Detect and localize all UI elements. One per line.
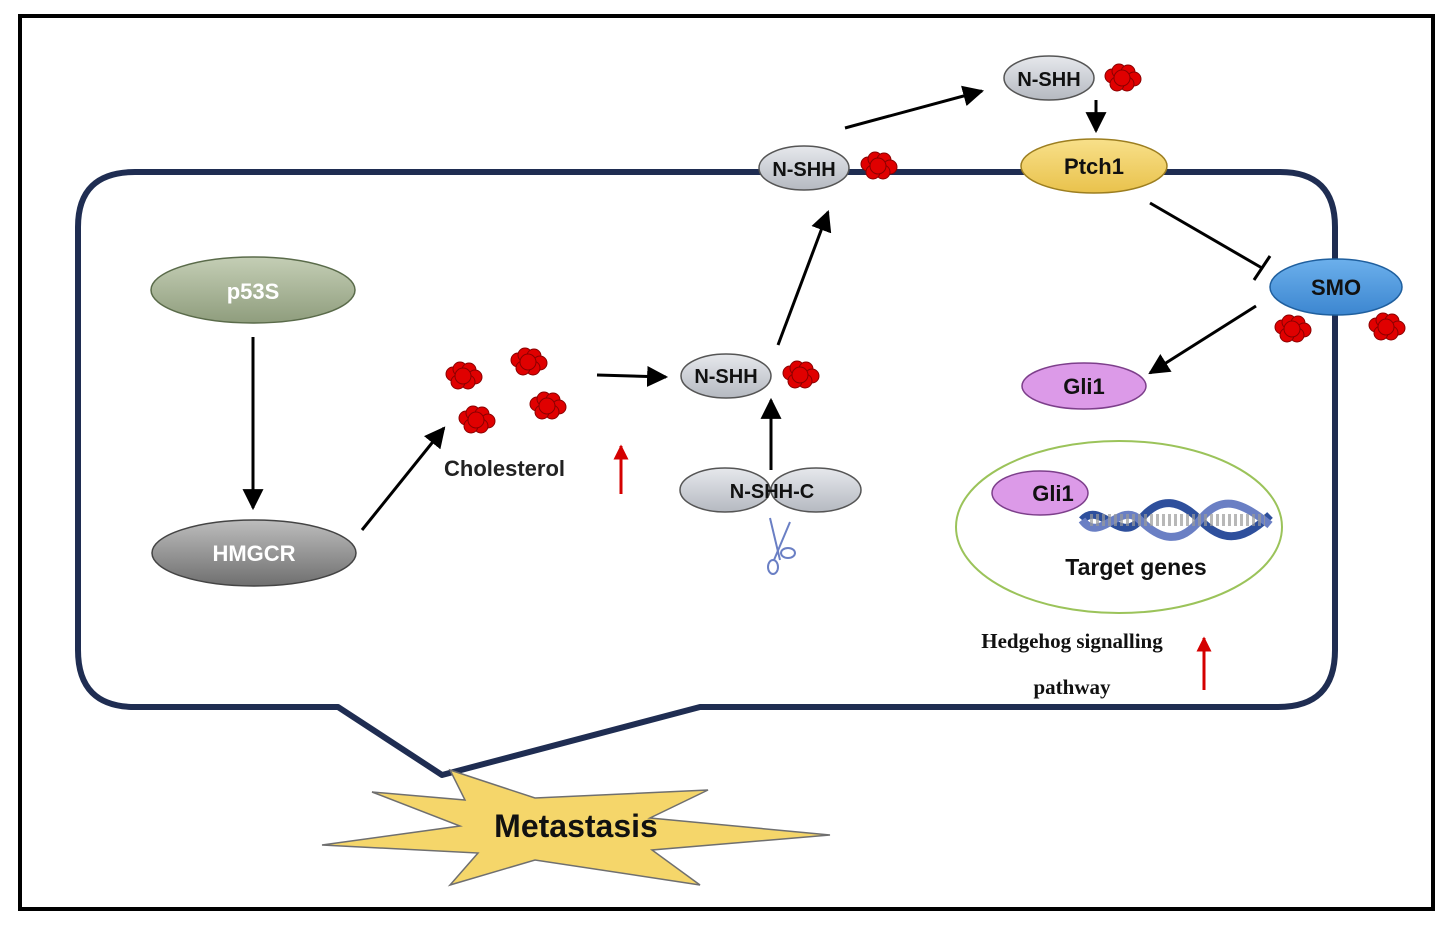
smo-node [1269, 258, 1403, 316]
gli1-cyto-node [1021, 362, 1147, 410]
nshh-mid-label: N-SHH [694, 366, 757, 388]
hedgehog-label-line2: pathway [1033, 675, 1111, 699]
cell-membrane [75, 169, 1338, 778]
nshh-membrane-label: N-SHH [772, 159, 835, 181]
inhibit-bar [1252, 255, 1272, 281]
scissors-icon [767, 517, 796, 575]
ptch1-node [1020, 138, 1168, 194]
nshh-out-node [1003, 55, 1095, 101]
p53s-label: p53S [227, 279, 280, 304]
arrow-smo-gli1 [1148, 304, 1257, 375]
metastasis-label: Metastasis [494, 808, 658, 844]
hedgehog-label-line1: Hedgehog signalling [981, 629, 1163, 653]
nucleus [955, 440, 1283, 614]
cholesterol-label: Cholesterol [444, 456, 565, 481]
arrow-membrane-to-outer [844, 85, 985, 130]
arrow-hmgcr-cholesterol [360, 426, 446, 531]
nshh-mid-node [680, 353, 772, 399]
metastasis-star [321, 768, 831, 887]
nshh-out-label: N-SHH [1017, 69, 1080, 91]
target-genes-label: Target genes [1065, 554, 1206, 580]
nshhc-right-node [770, 467, 862, 513]
gli1-nucleus-label: Gli1 [1032, 481, 1074, 506]
inhibit-ptch1-smo [1149, 201, 1263, 270]
outer-frame [18, 14, 1435, 911]
p53s-node [150, 256, 356, 324]
gli1-nucleus-node [991, 470, 1089, 516]
hmgcr-label: HMGCR [212, 541, 295, 566]
gli1-cyto-label: Gli1 [1063, 374, 1105, 399]
smo-label: SMO [1311, 275, 1361, 300]
nshhc-left-node [679, 467, 771, 513]
dna-helix-icon [1078, 499, 1273, 541]
hmgcr-node [151, 519, 357, 587]
ptch1-label: Ptch1 [1064, 154, 1124, 179]
nshh-membrane-node [758, 145, 850, 191]
nshhc-label: N-SHH-C [730, 481, 814, 503]
arrow-nshh-to-membrane [776, 210, 832, 346]
arrow-cholesterol-nshh [596, 365, 669, 387]
